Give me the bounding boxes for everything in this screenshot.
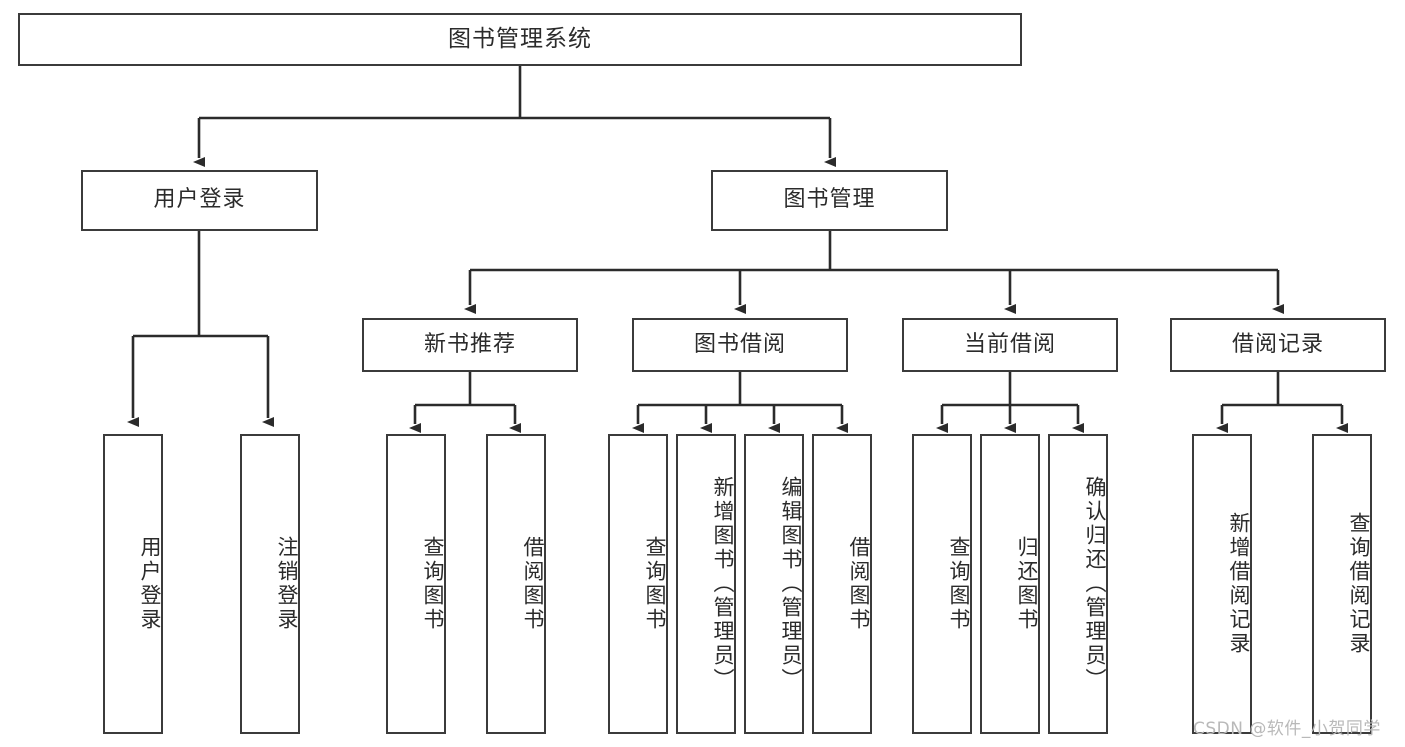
node-label: 图书管理系统 <box>448 25 592 52</box>
leaf-borrow-borrow-book[interactable]: 借阅图书 <box>812 434 872 734</box>
leaf-borrow-query-book[interactable]: 查询图书 <box>608 434 668 734</box>
leaf-records-query-record[interactable]: 查询借阅记录 <box>1312 434 1372 734</box>
node-label: 查询借阅记录 <box>1347 512 1371 656</box>
leaf-recommend-query-book[interactable]: 查询图书 <box>386 434 446 734</box>
node-label: 当前借阅 <box>963 331 1056 357</box>
node-label: 注销登录 <box>275 536 299 632</box>
node-label: 归还图书 <box>1015 536 1039 632</box>
node-current-borrow[interactable]: 当前借阅 <box>902 318 1118 372</box>
node-label: 图书管理 <box>783 187 876 213</box>
node-label: 新增借阅记录 <box>1227 512 1251 656</box>
leaf-borrow-add-book-admin[interactable]: 新增图书（管理员） <box>676 434 736 734</box>
node-book-borrow[interactable]: 图书借阅 <box>632 318 848 372</box>
node-label: 新增图书（管理员） <box>711 476 735 692</box>
node-label: 确认归还（管理员） <box>1083 476 1107 692</box>
node-label: 新书推荐 <box>423 331 516 357</box>
node-label: 查询图书 <box>421 536 445 632</box>
node-label: 图书借阅 <box>693 331 786 357</box>
node-label: 查询图书 <box>643 536 667 632</box>
leaf-current-return-book[interactable]: 归还图书 <box>980 434 1040 734</box>
leaf-recommend-borrow-book[interactable]: 借阅图书 <box>486 434 546 734</box>
node-label: 借阅图书 <box>521 536 545 632</box>
node-label: 编辑图书（管理员） <box>779 476 803 692</box>
node-book-management[interactable]: 图书管理 <box>711 170 948 231</box>
node-label: 用户登录 <box>153 187 246 213</box>
node-label: 借阅图书 <box>847 536 871 632</box>
node-label: 查询图书 <box>947 536 971 632</box>
node-label: 用户登录 <box>138 536 162 632</box>
leaf-current-query-book[interactable]: 查询图书 <box>912 434 972 734</box>
leaf-user-logout[interactable]: 注销登录 <box>240 434 300 734</box>
node-borrow-records[interactable]: 借阅记录 <box>1170 318 1386 372</box>
csdn-watermark: CSDN @软件_小贺同学 <box>1193 719 1381 739</box>
leaf-borrow-edit-book-admin[interactable]: 编辑图书（管理员） <box>744 434 804 734</box>
node-user-login[interactable]: 用户登录 <box>81 170 318 231</box>
leaf-current-confirm-return-admin[interactable]: 确认归还（管理员） <box>1048 434 1108 734</box>
node-label: 借阅记录 <box>1231 331 1324 357</box>
leaf-records-add-record[interactable]: 新增借阅记录 <box>1192 434 1252 734</box>
leaf-user-login[interactable]: 用户登录 <box>103 434 163 734</box>
node-new-book-recommend[interactable]: 新书推荐 <box>362 318 578 372</box>
node-root-system[interactable]: 图书管理系统 <box>18 13 1022 66</box>
